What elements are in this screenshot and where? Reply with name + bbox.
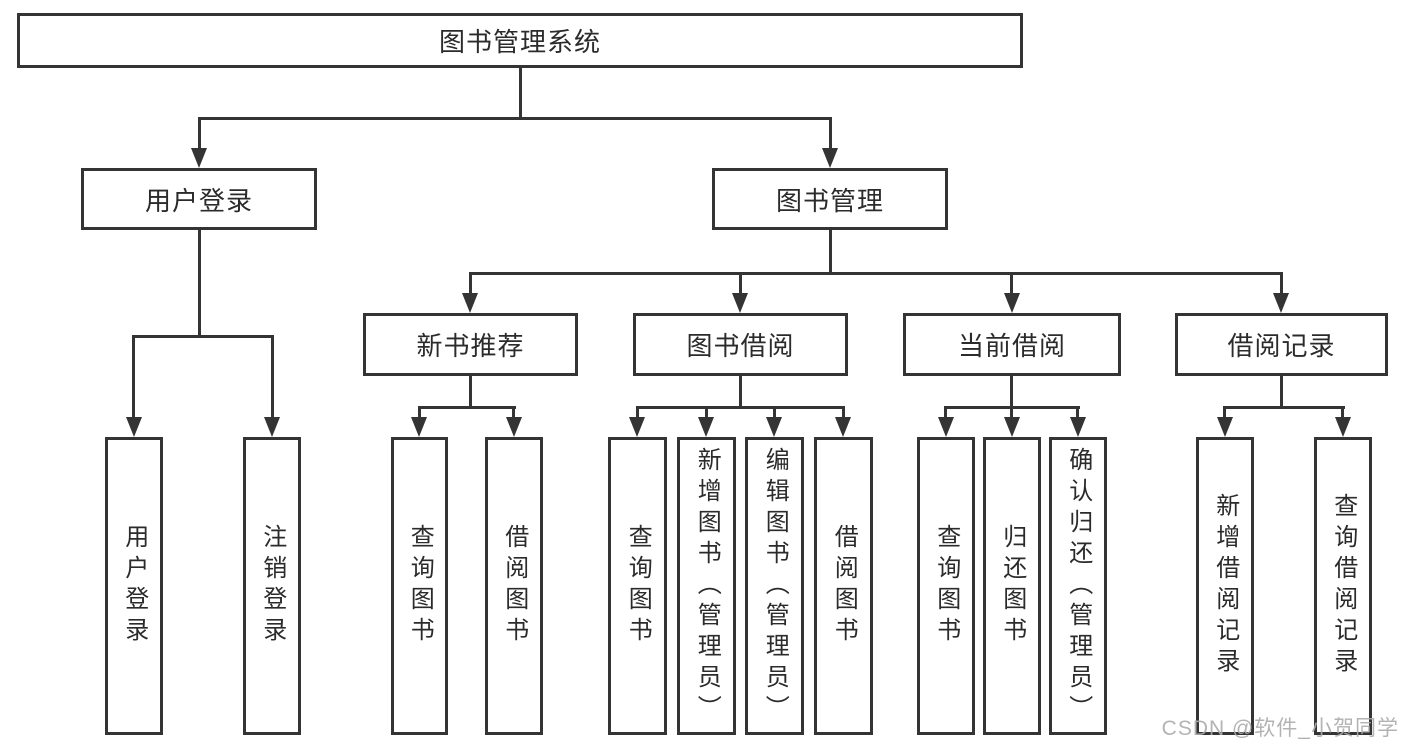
connector-vline: [944, 406, 947, 422]
connector-vline: [1010, 406, 1013, 422]
node-label: 借阅记录: [1227, 331, 1336, 361]
arrow-down-icon: [938, 417, 954, 437]
arrow-down-icon: [766, 417, 782, 437]
connector-vline: [198, 117, 201, 152]
arrow-down-icon: [1335, 417, 1351, 437]
connector-hline: [132, 335, 274, 338]
csdn-watermark: CSDN @软件_小贺同学: [1161, 717, 1399, 740]
node-label: 当前借阅: [957, 331, 1066, 361]
node-confirm-return-admin: 确认归还（管理员）: [1049, 437, 1107, 735]
node-label: 新增借阅记录: [1211, 493, 1239, 679]
node-label: 新增图书（管理员）: [693, 446, 721, 726]
arrow-down-icon: [1273, 293, 1289, 313]
connector-vline: [1010, 376, 1013, 409]
connector-vline: [198, 230, 201, 338]
connector-vline: [1280, 272, 1283, 296]
node-label: 用户登录: [120, 524, 148, 648]
connector-vline: [829, 117, 832, 152]
connector-vline: [739, 376, 742, 409]
connector-vline: [519, 68, 522, 118]
node-add-books-admin: 新增图书（管理员）: [677, 437, 736, 735]
node-current-borrowing: 当前借阅: [903, 313, 1121, 376]
node-borrowing-records: 借阅记录: [1175, 313, 1388, 376]
connector-vline: [842, 406, 845, 422]
connector-vline: [636, 406, 639, 422]
connector-hline: [198, 117, 832, 120]
arrow-down-icon: [732, 293, 748, 313]
arrow-down-icon: [506, 417, 522, 437]
arrow-down-icon: [411, 417, 427, 437]
connector-hline: [469, 272, 1283, 275]
node-label: 确认归还（管理员）: [1064, 446, 1092, 726]
connector-vline: [469, 376, 472, 409]
node-user-login: 用户登录: [81, 168, 317, 230]
connector-vline: [418, 406, 421, 422]
node-query-borrow-record: 查询借阅记录: [1314, 437, 1372, 735]
node-borrow-books-2: 借阅图书: [814, 437, 873, 735]
arrow-down-icon: [822, 148, 838, 168]
node-label: 归还图书: [998, 524, 1026, 648]
node-label: 注销登录: [258, 524, 286, 648]
node-label: 图书借阅: [686, 331, 795, 361]
connector-vline: [1341, 406, 1344, 422]
connector-vline: [739, 272, 742, 296]
connector-hline: [418, 406, 516, 409]
connector-vline: [1280, 376, 1283, 409]
node-user-login-leaf: 用户登录: [105, 437, 163, 735]
connector-vline: [271, 335, 274, 421]
connector-vline: [469, 272, 472, 296]
node-query-books-3: 查询图书: [917, 437, 975, 735]
arrow-down-icon: [1070, 417, 1086, 437]
node-label: 查询借阅记录: [1329, 493, 1357, 679]
node-label: 图书管理: [775, 185, 884, 216]
node-label: 图书管理系统: [438, 27, 601, 57]
arrow-down-icon: [462, 293, 478, 313]
node-label: 查询图书: [932, 524, 960, 648]
connector-vline: [1076, 406, 1079, 422]
arrow-down-icon: [835, 417, 851, 437]
node-label: 查询图书: [624, 524, 652, 648]
arrow-down-icon: [264, 417, 280, 437]
connector-vline: [512, 406, 515, 422]
connector-vline: [705, 406, 708, 422]
node-label: 用户登录: [144, 185, 253, 216]
node-query-books-1: 查询图书: [391, 437, 448, 735]
connector-vline: [1010, 272, 1013, 296]
node-label: 编辑图书（管理员）: [761, 446, 789, 726]
node-new-book-recommend: 新书推荐: [363, 313, 578, 376]
connector-hline: [1223, 406, 1345, 409]
node-book-borrowing: 图书借阅: [633, 313, 848, 376]
arrow-down-icon: [629, 417, 645, 437]
node-borrow-books-1: 借阅图书: [485, 437, 543, 735]
node-label: 查询图书: [406, 524, 434, 648]
arrow-down-icon: [698, 417, 714, 437]
connector-vline: [132, 335, 135, 421]
connector-vline: [1223, 406, 1226, 422]
connector-vline: [773, 406, 776, 422]
node-return-books: 归还图书: [983, 437, 1041, 735]
node-add-borrow-record: 新增借阅记录: [1196, 437, 1254, 735]
node-edit-books-admin: 编辑图书（管理员）: [745, 437, 804, 735]
arrow-down-icon: [1004, 417, 1020, 437]
node-label: 新书推荐: [416, 331, 525, 361]
node-query-books-2: 查询图书: [608, 437, 667, 735]
node-book-management: 图书管理: [712, 168, 948, 230]
node-system-root: 图书管理系统: [17, 13, 1023, 68]
node-logout: 注销登录: [243, 437, 301, 735]
arrow-down-icon: [1004, 293, 1020, 313]
arrow-down-icon: [126, 417, 142, 437]
connector-hline: [636, 406, 845, 409]
arrow-down-icon: [191, 148, 207, 168]
arrow-down-icon: [1217, 417, 1233, 437]
node-label: 借阅图书: [500, 524, 528, 648]
connector-vline: [829, 230, 832, 275]
node-label: 借阅图书: [830, 524, 858, 648]
